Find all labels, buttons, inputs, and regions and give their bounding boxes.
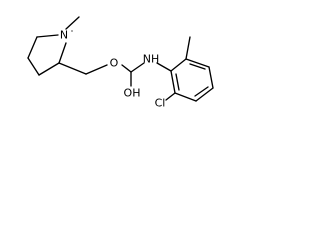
bond-c3-c2 <box>38 62 60 76</box>
bond-o-carbonyl <box>121 64 132 73</box>
bond-ar-1-2 <box>170 58 187 72</box>
bond-ch2-o <box>85 64 108 75</box>
bond-n-c5 <box>36 34 59 38</box>
bond-c4-c3 <box>27 57 40 76</box>
benzene-ring <box>170 58 214 102</box>
bond-ar-double-b <box>194 86 209 97</box>
bond-nh-aryl <box>156 62 172 72</box>
bond-c5-c4 <box>27 36 38 59</box>
bond-ar-5-6 <box>174 92 197 102</box>
bond-aryl-methyl <box>185 36 191 60</box>
bond-n-methyl <box>65 16 80 30</box>
bond-carbonyl-nh <box>130 62 145 73</box>
bond-ar-4-5 <box>195 87 214 102</box>
bond-ar-double-a <box>189 63 206 70</box>
atom-label-cl: Cl <box>155 97 166 110</box>
atom-label-oh: OH <box>124 87 141 100</box>
atom-label-ring-n: N <box>60 29 68 42</box>
atom-label-nh: NH <box>143 53 160 66</box>
bond-c2-ch2 <box>58 62 87 75</box>
bond-ar-3-4 <box>208 66 214 89</box>
bond-ar-6-1 <box>170 70 176 94</box>
bond-aryl-cl <box>165 92 176 101</box>
pyrrolidine-ring <box>27 30 73 76</box>
bond-ar-2-3 <box>185 58 210 68</box>
molecule-structure: N O NH OH Cl <box>27 16 214 110</box>
atom-label-ester-o: O <box>110 57 119 70</box>
bond-n-c2 <box>58 42 67 64</box>
bond-ar-double-c <box>175 73 180 91</box>
